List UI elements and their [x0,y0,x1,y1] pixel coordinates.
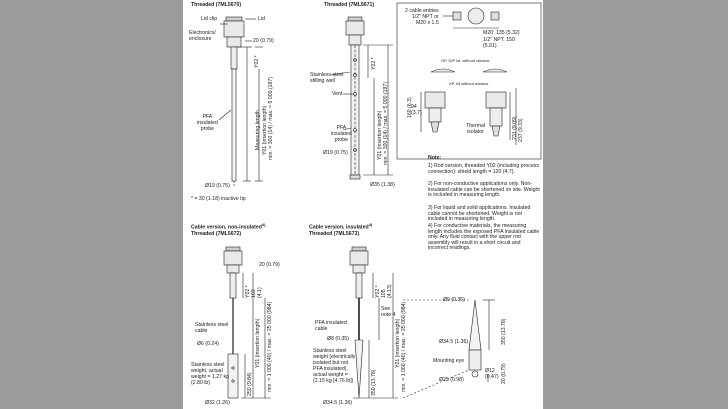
dim-y01-range-b: min. = 300 (14) / max. = 5 000 (197) [383,81,389,165]
label-pfa-probe-a: PFA insulated probe [197,114,218,132]
section-d-title-line1: Cable version, insulated [309,224,369,231]
dim-350-b: 350 (13.78) [501,318,507,345]
device-b-drawing [330,16,393,180]
dim-d12: Ø12 (0.47) [485,368,499,380]
dim-d9: Ø9 (0.35) [443,297,465,303]
dim-y01-range-c: min. = 1 000 (40) / max. = 25 000 (984) [267,301,273,392]
dim-d345-b: Ø34.5 (1.36) [439,339,469,345]
dim-y02-a: Y02 * [254,55,260,68]
label-gp-dip-lid: GP, DIP lid, without window [441,58,490,63]
dim-y01-range-d: min. = 1 000 (40) / max. = 25 000 (984) [401,301,407,392]
enclosure-detail-drawing [396,2,542,160]
label-enclosure: Electronics/ enclosure [189,30,216,42]
device-c-drawing [223,246,271,399]
label-inactive-tip: * = 30 (1.18) inactive tip [191,196,246,202]
dim-npt: 1/2" NPT: 150 (5.91) [483,37,515,49]
section-c-footnote: 4) [261,222,266,227]
dim-d32: Ø32 (1.26) [205,400,230,406]
section-d-title-line2: Threaded (7ML5673) [309,230,360,237]
label-weight-d: Stainless steel weight (electrically iso… [313,348,356,384]
dim-237: 237 (9.33) [518,118,524,142]
label-stilling-well: Stainless steel stilling well [310,72,344,84]
label-mounting-eye: Mounting eye [433,358,465,364]
drawing-sheet: Threaded (7ML5670) Threaded (7ML5671) Ca… [183,0,543,409]
label-thermal-isolator: Thermal isolator [466,123,486,135]
note-3: 3) For liquid and solid applications. In… [428,205,531,223]
dim-250: 250 (9.84) [247,372,253,396]
dim-350: 350 (13.78) [371,369,377,396]
label-lid: Lid [258,16,265,22]
dim-94: 94 (3.7) [411,104,422,116]
section-c-title-line1: Cable version, non-insulated [191,224,262,231]
label-vent: Vent [332,91,343,97]
label-lid-clip: Lid clip [201,16,218,22]
dim-d25: Ø25 (0.98) [439,377,464,383]
section-a-title: Threaded (7ML5670) [191,2,242,8]
dim-d8: Ø8 (0.35) [327,336,349,342]
section-b-title: Threaded (7ML5671) [324,2,375,8]
dim-20-c: 20 (0.79) [259,262,280,268]
dim-y01-c: Y01 (insertion length) [255,318,261,368]
dim-20-weight: 20 (0.79) [501,363,507,384]
label-weight-c: Stainless steel weight, actual weight = … [191,362,229,386]
label-measuring-length-a: Measuring length [255,110,261,150]
dim-y01-range-a: min. = 300 (14) / max. = 5 000 (197) [268,76,274,160]
device-d-drawing [349,246,398,399]
section-c-title: Cable version, non-insulated4) Threaded (… [191,222,265,237]
device-a-drawing [218,16,263,187]
dim-y02-c: Y02 * 103 (4.1) [245,285,263,298]
section-c-title-line2: Threaded (7ML5672) [191,230,242,237]
dim-d345: Ø34.5 (1.36) [323,400,353,406]
section-d-title: Cable version, insulated4) Threaded (7ML5… [309,222,372,237]
notes-heading: Note: [428,155,442,161]
dim-20-a: 20 (0.79) [253,38,274,44]
dim-y02-d: Y02 * 105 (4.13) [375,284,393,298]
note-2: 2) For non-conductive applications only.… [428,181,540,199]
label-pfa-cable: PFA insulated cable [315,320,347,332]
dim-d19-b: Ø19 (0.75) [323,150,348,156]
label-pfa-probe-b: PFA insulated probe [331,125,352,143]
weight-detail-drawing [402,299,495,399]
dim-d35: Ø35 (1.38) [370,182,395,188]
label-see-note: See note 4 [381,306,396,318]
technical-drawing [218,2,542,399]
label-steel-cable: Stainless steel cable [195,322,229,334]
section-d-footnote: 4) [368,222,373,227]
label-cable-entries: 2 cable entries 1/2" NPT or M20 x 1.5 [405,8,439,26]
dim-d19-a: Ø19 (0.75) [205,183,230,189]
dim-m20: M20: 135 (5.32) [483,30,520,36]
label-xp-lid: XP, lid without window [449,81,489,86]
note-4: 4) For conductive materials, the measuri… [428,223,540,252]
dim-d6: Ø6 (0.24) [197,341,219,347]
note-1: 1) Rod version, threaded Y02 (including … [428,163,539,175]
dim-y02-b: Y02 * [371,57,377,70]
